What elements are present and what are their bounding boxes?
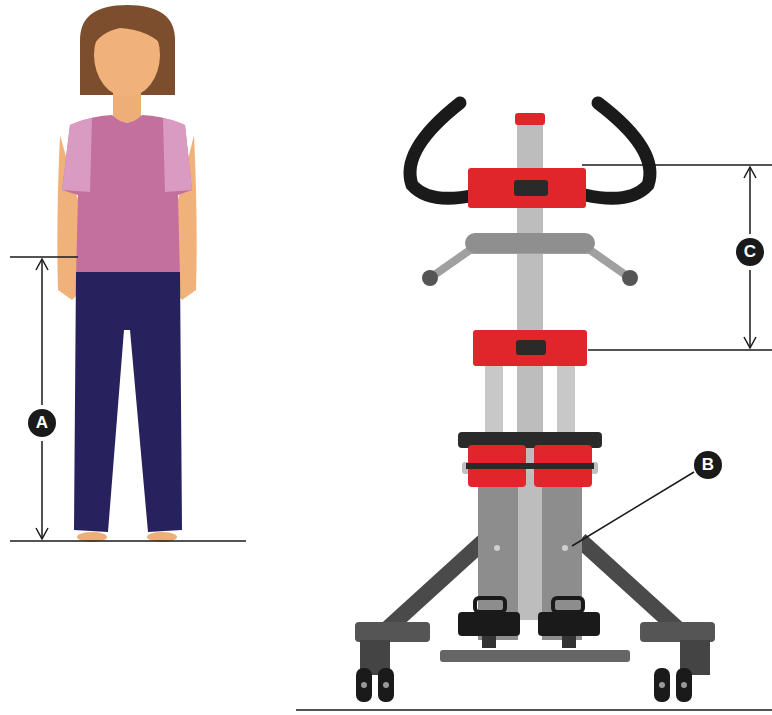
stander-device-part — [516, 340, 546, 355]
leader-b-part — [572, 472, 694, 546]
stander-device-part-part — [383, 682, 389, 688]
stander-device-part — [468, 168, 586, 208]
callout-letter: B — [702, 455, 714, 475]
girl-figure-part — [62, 115, 192, 278]
stander-device-part — [356, 668, 692, 702]
stander-device-part-part — [654, 668, 670, 702]
girl-figure-part — [74, 272, 182, 532]
stander-device-part — [475, 598, 505, 612]
stander-device-part — [296, 709, 772, 711]
dimension-a-part — [41, 260, 43, 405]
dimension-a — [10, 257, 246, 541]
dimension-a-part — [10, 540, 246, 542]
stander-device-part — [514, 180, 548, 196]
stander-device-part-part — [659, 682, 665, 688]
stander-device-part — [466, 463, 594, 469]
dimension-c — [582, 165, 772, 350]
stander-device-part — [482, 636, 496, 648]
girl-figure-part — [62, 118, 92, 192]
dimension-a-part — [41, 441, 43, 538]
dimension-a-part — [36, 259, 48, 270]
stander-device-part-part — [676, 668, 692, 702]
stander-device-part — [440, 650, 630, 662]
stander-device-part-part — [681, 682, 687, 688]
stander-device-part — [422, 270, 438, 286]
stander-device — [296, 103, 772, 710]
stander-device-part — [465, 233, 595, 253]
stander-device-part — [562, 545, 568, 551]
stander-device-part — [494, 545, 500, 551]
stander-device-part — [515, 113, 545, 125]
stander-device-part — [361, 682, 687, 688]
dimension-a-part — [10, 256, 78, 258]
stander-device-part — [562, 636, 576, 648]
stander-device-part-part — [356, 668, 372, 702]
dimension-c-part — [582, 164, 772, 166]
stander-device-part — [458, 612, 520, 636]
stander-device-part — [355, 622, 430, 642]
stander-device-part — [410, 103, 475, 198]
stander-device-part — [538, 612, 600, 636]
callout-badge: A — [28, 409, 56, 437]
dimension-c-part — [588, 349, 772, 351]
girl-figure-part — [92, 12, 165, 48]
stander-device-part — [640, 622, 715, 642]
callout-badge: B — [694, 451, 722, 479]
callout-letter: C — [744, 242, 756, 262]
stander-device-part-part — [378, 668, 394, 702]
leader-b — [572, 472, 694, 546]
stander-device-part — [585, 103, 650, 198]
dimension-a-part — [36, 528, 48, 539]
stander-device-part — [473, 330, 587, 366]
stander-device-part — [553, 598, 583, 612]
dimension-c-part — [749, 168, 751, 234]
stander-device-part — [622, 270, 638, 286]
girl-figure — [57, 5, 196, 542]
girl-figure-part — [163, 118, 192, 192]
stander-device-part-part — [361, 682, 367, 688]
dimension-c-part — [744, 337, 756, 348]
dimension-c-part — [749, 270, 751, 347]
dimension-c-part — [744, 167, 756, 178]
callout-letter: A — [36, 413, 48, 433]
callout-badge: C — [736, 238, 764, 266]
stander-device-part — [430, 250, 630, 278]
